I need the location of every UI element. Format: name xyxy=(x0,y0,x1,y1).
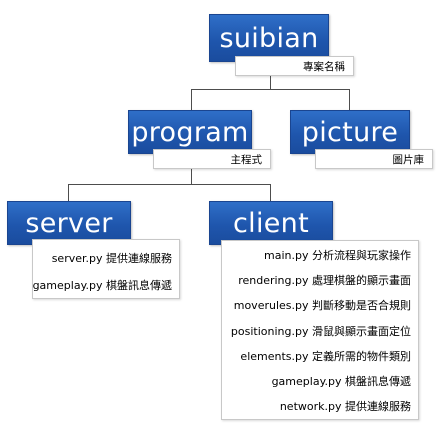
server-title: server xyxy=(25,207,113,239)
program-subtitle-box: 主程式 xyxy=(153,149,271,169)
client-file-5: elements.py 定義所需的物件類別 xyxy=(240,350,411,363)
program-node: program xyxy=(128,110,252,154)
client-file-4: positioning.py 滑鼠與顯示畫面定位 xyxy=(230,325,411,338)
connector-to-server xyxy=(68,184,69,202)
picture-title: picture xyxy=(301,116,399,148)
client-file-1: main.py 分析流程與玩家操作 xyxy=(264,249,411,262)
client-file-2: rendering.py 處理棋盤的顯示畫面 xyxy=(238,274,411,287)
client-file-6: gameplay.py 棋盤訊息傳遞 xyxy=(271,375,411,388)
root-title: suibian xyxy=(219,22,319,54)
connector-to-client xyxy=(270,184,271,202)
client-file-list: main.py 分析流程與玩家操作 rendering.py 處理棋盤的顯示畫面… xyxy=(221,240,419,420)
client-node: client xyxy=(209,201,333,245)
server-file-list: server.py 提供連線服務 gameplay.py 棋盤訊息傳遞 xyxy=(32,239,180,299)
program-subtitle: 主程式 xyxy=(230,153,263,166)
server-file-1: server.py 提供連線服務 xyxy=(51,252,172,265)
root-subtitle: 專案名稱 xyxy=(303,60,345,73)
root-node: suibian xyxy=(209,14,329,62)
connector-to-picture xyxy=(349,89,350,111)
program-title: program xyxy=(131,116,249,148)
picture-node: picture xyxy=(290,110,410,154)
connector-program-hbar xyxy=(68,184,271,185)
connector-root-down xyxy=(270,64,271,90)
client-file-3: moverules.py 判斷移動是否合規則 xyxy=(233,299,411,312)
picture-subtitle-box: 圖片庫 xyxy=(315,149,433,169)
client-file-7: network.py 提供連線服務 xyxy=(279,400,411,413)
server-file-2: gameplay.py 棋盤訊息傳遞 xyxy=(32,279,172,292)
client-title: client xyxy=(233,207,309,239)
connector-to-program xyxy=(191,89,192,111)
root-subtitle-box: 專案名稱 xyxy=(235,56,354,76)
connector-root-hbar xyxy=(191,89,350,90)
picture-subtitle: 圖片庫 xyxy=(392,153,425,166)
connector-program-down xyxy=(191,160,192,185)
